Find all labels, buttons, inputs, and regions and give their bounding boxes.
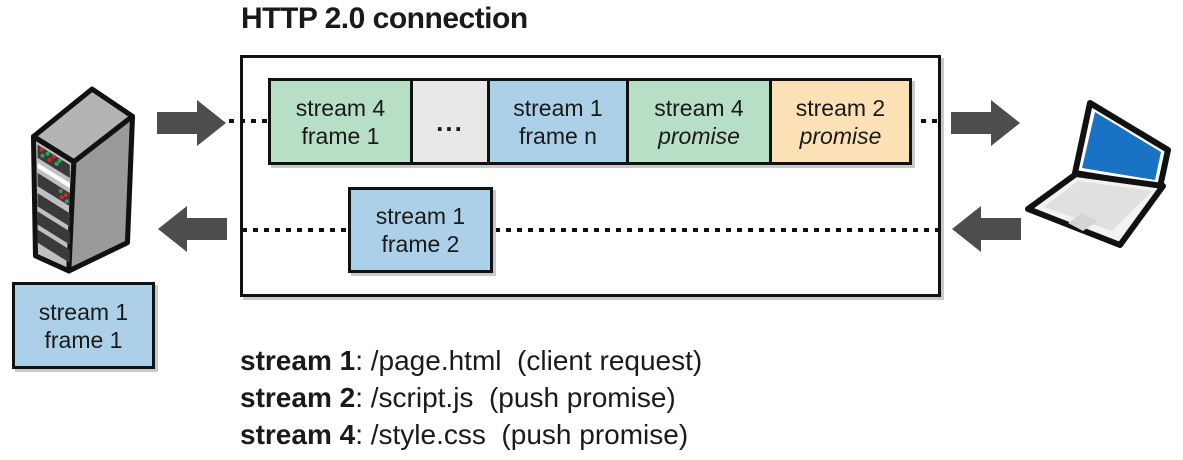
legend-label: stream 1 <box>240 345 356 376</box>
outbound-frames-row: stream 4 frame 1 ... stream 1 frame n st… <box>268 78 912 165</box>
frame-line: stream 1 <box>38 298 129 325</box>
frame-line: stream 4 <box>295 94 386 121</box>
legend-text: : /style.css (push promise) <box>355 419 689 450</box>
legend-label: stream 2 <box>240 382 356 413</box>
stream-legend: stream 1: /page.html (client request) st… <box>240 342 702 453</box>
frame-stream4-frame1: stream 4 frame 1 <box>268 78 413 165</box>
frame-line: frame 1 <box>44 326 123 353</box>
frame-line: stream 4 <box>654 94 744 121</box>
ellipsis-text: ... <box>436 106 464 137</box>
arrow-right-icon <box>951 99 1021 147</box>
frame-line: frame n <box>519 122 597 149</box>
legend-row-stream1: stream 1: /page.html (client request) <box>240 342 702 379</box>
outbound-dotted-line-right <box>910 119 941 123</box>
diagram-title: HTTP 2.0 connection <box>241 2 528 35</box>
legend-row-stream2: stream 2: /script.js (push promise) <box>240 379 702 416</box>
legend-text: : /script.js (push promise) <box>355 382 676 413</box>
arrow-right-icon <box>157 99 227 147</box>
frame-line: stream 1 <box>375 203 466 229</box>
arrow-left-icon <box>157 205 227 253</box>
arrow-left-icon <box>951 205 1021 253</box>
frame-ellipsis: ... <box>410 78 490 165</box>
legend-text: : /page.html (client request) <box>355 345 703 376</box>
laptop-icon <box>1020 95 1180 260</box>
frame-line: stream 1 <box>513 94 603 121</box>
frame-line: frame 1 <box>301 122 380 149</box>
frame-line: promise <box>799 122 882 149</box>
frame-line: frame 2 <box>381 231 460 257</box>
inbound-dotted-line <box>242 228 939 232</box>
frame-stream1-frame-n: stream 1 frame n <box>487 78 629 165</box>
legend-row-stream4: stream 4: /style.css (push promise) <box>240 416 702 453</box>
frame-line: stream 2 <box>795 94 886 121</box>
frame-stream1-frame1-delivered: stream 1 frame 1 <box>12 282 155 369</box>
frame-line: promise <box>658 122 740 149</box>
frame-stream4-promise: stream 4 promise <box>626 78 772 165</box>
frame-stream1-frame2: stream 1 frame 2 <box>348 187 493 273</box>
frame-stream2-promise: stream 2 promise <box>769 78 912 165</box>
server-icon <box>28 84 140 281</box>
legend-label: stream 4 <box>240 419 356 450</box>
outbound-dotted-line-left <box>229 119 268 123</box>
